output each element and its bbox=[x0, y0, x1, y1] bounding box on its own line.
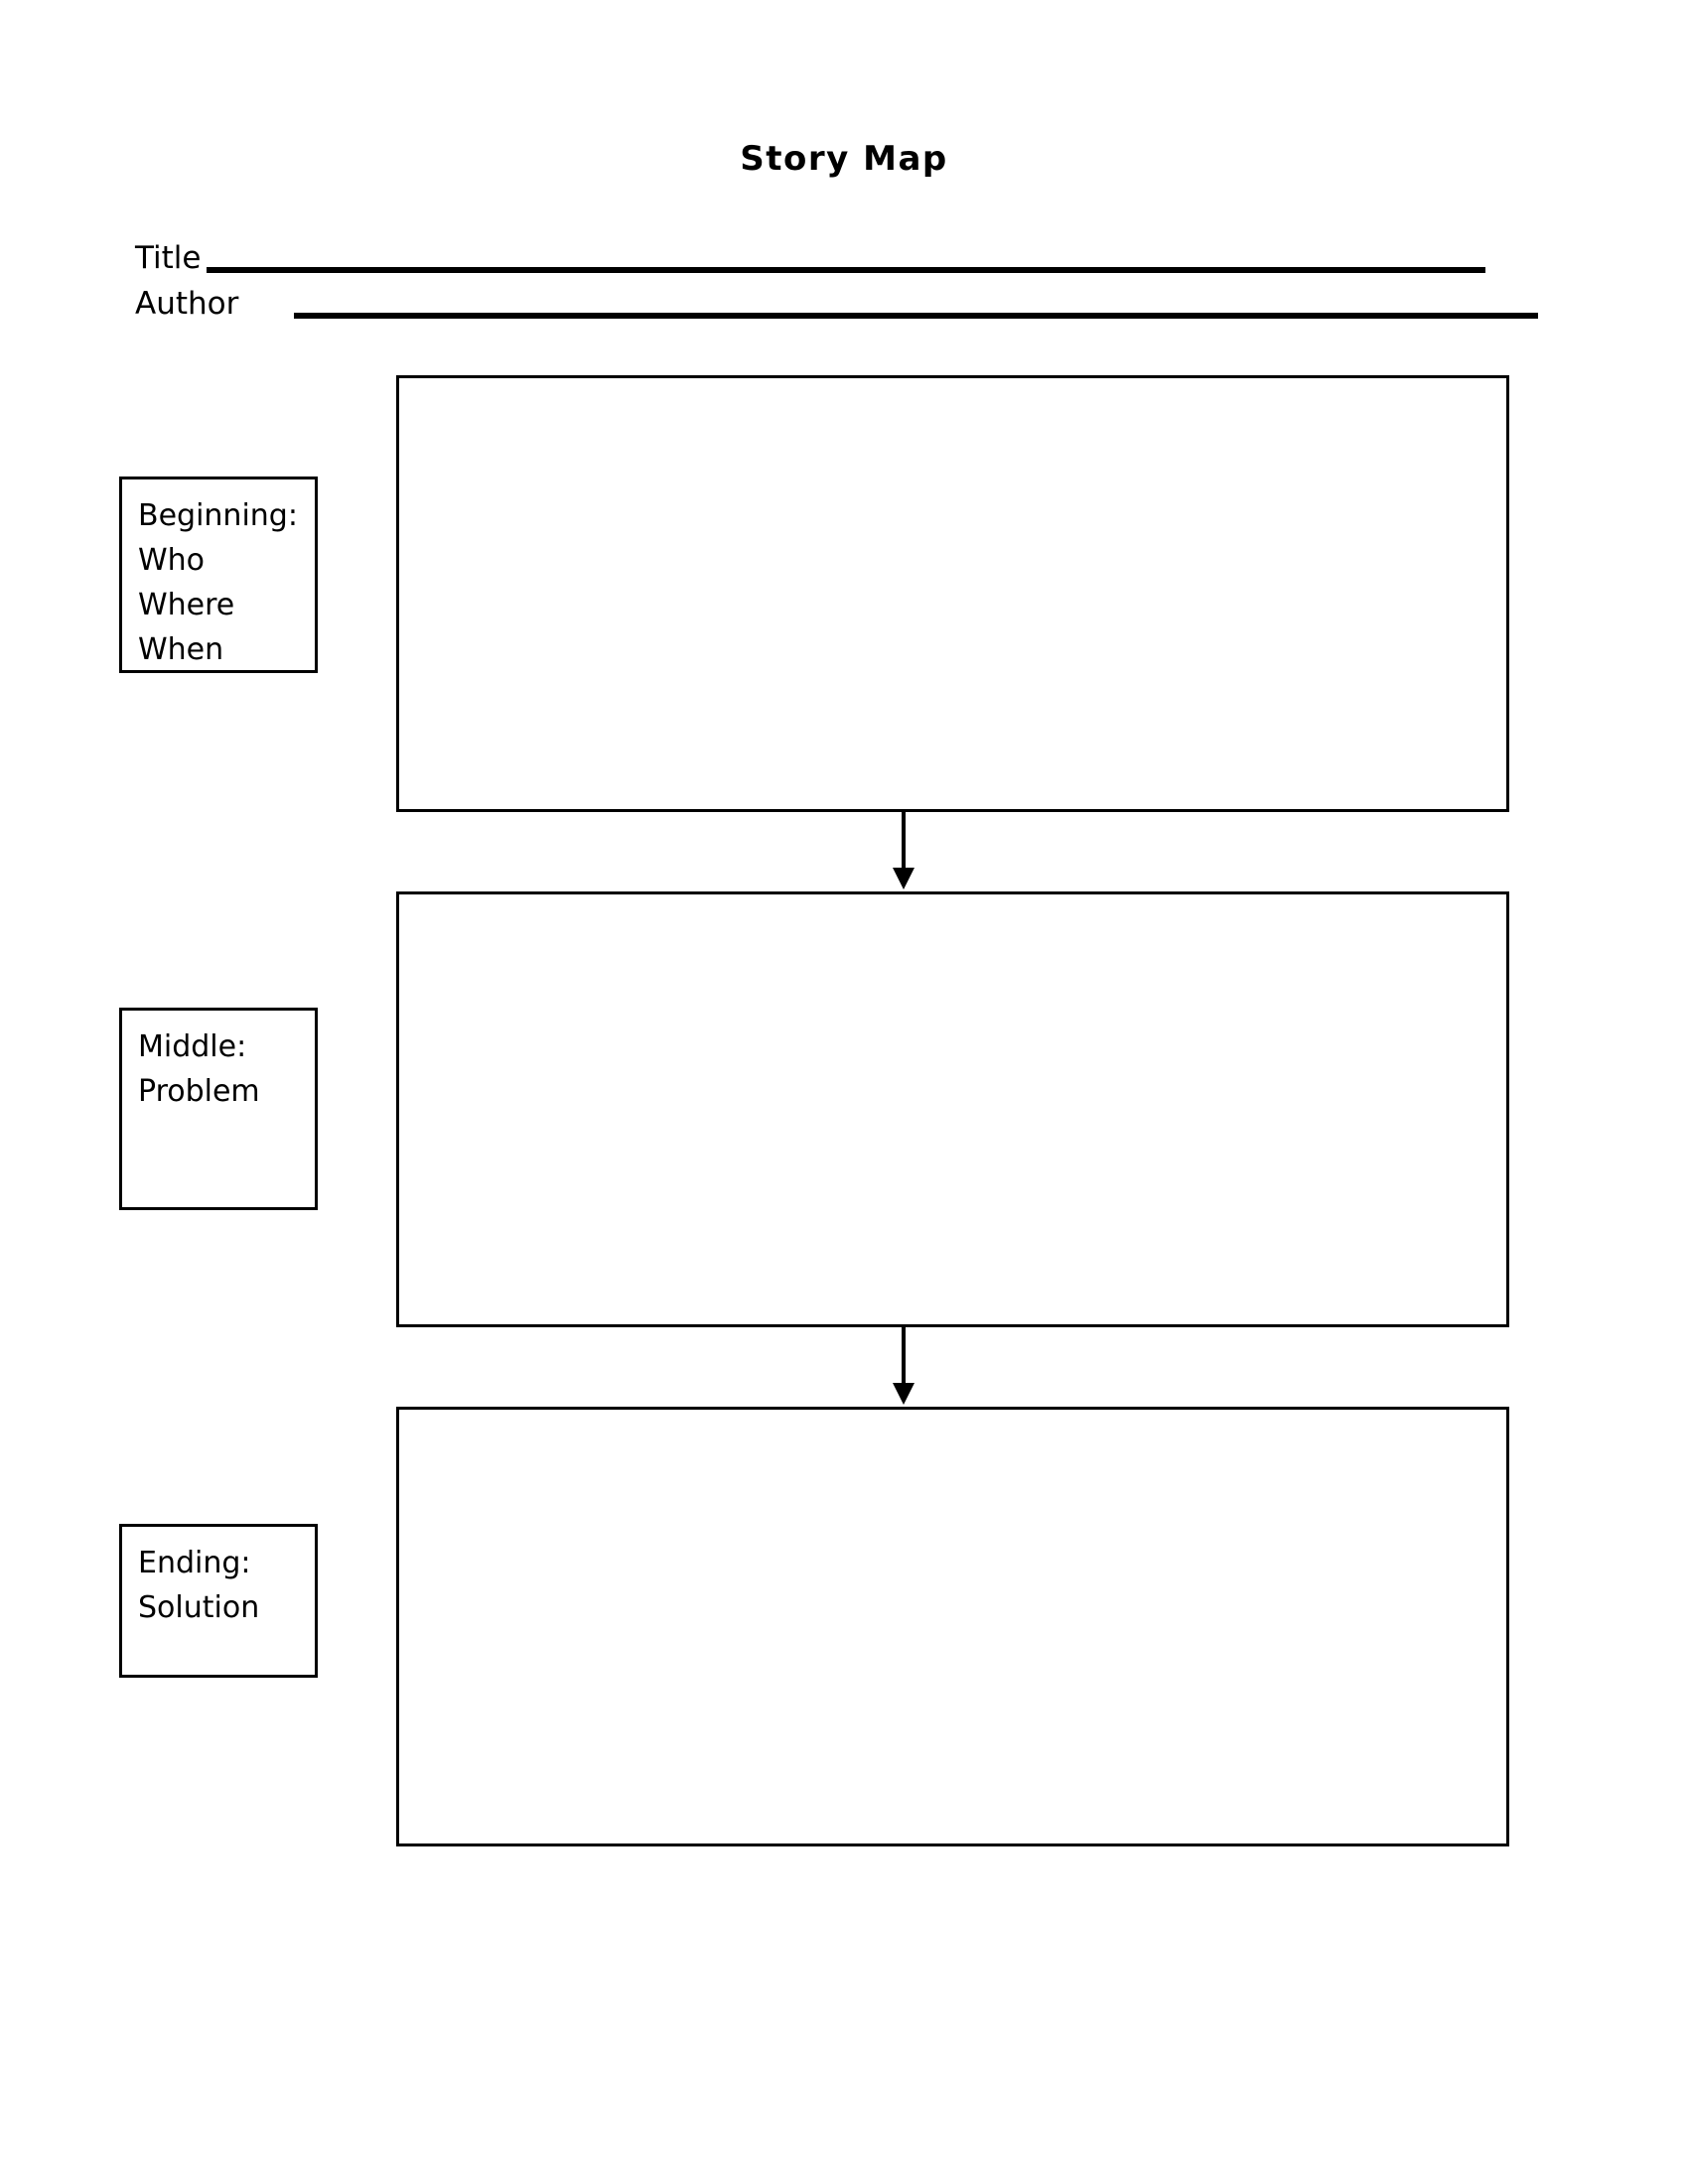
label-box-ending: Ending: Solution bbox=[119, 1524, 318, 1678]
title-field-label: Title bbox=[135, 240, 202, 276]
title-write-line[interactable] bbox=[207, 267, 1486, 273]
label-line-ending-solution: Solution bbox=[138, 1590, 260, 1625]
label-box-beginning: Beginning: Who Where When bbox=[119, 477, 318, 673]
label-line-beginning-when: When bbox=[138, 632, 224, 667]
author-field-row: Author bbox=[135, 286, 1539, 322]
author-field-label: Author bbox=[135, 286, 239, 322]
page-title: Story Map bbox=[740, 139, 948, 179]
label-line-middle-problem: Problem bbox=[138, 1074, 260, 1109]
author-write-line[interactable] bbox=[294, 313, 1539, 319]
label-box-middle: Middle: Problem bbox=[119, 1008, 318, 1210]
label-line-beginning-where: Where bbox=[138, 588, 235, 622]
label-line-beginning-heading: Beginning: bbox=[138, 498, 298, 533]
label-line-beginning-who: Who bbox=[138, 543, 206, 578]
content-box-ending[interactable] bbox=[396, 1407, 1509, 1846]
content-box-beginning[interactable] bbox=[396, 375, 1509, 812]
arrow-down-icon-beginning-to-middle bbox=[890, 812, 917, 895]
label-line-ending-heading: Ending: bbox=[138, 1546, 251, 1580]
content-box-middle[interactable] bbox=[396, 891, 1509, 1327]
arrow-down-icon-middle-to-ending bbox=[890, 1327, 917, 1411]
title-field-row: Title bbox=[135, 240, 1486, 276]
label-line-middle-heading: Middle: bbox=[138, 1029, 247, 1064]
